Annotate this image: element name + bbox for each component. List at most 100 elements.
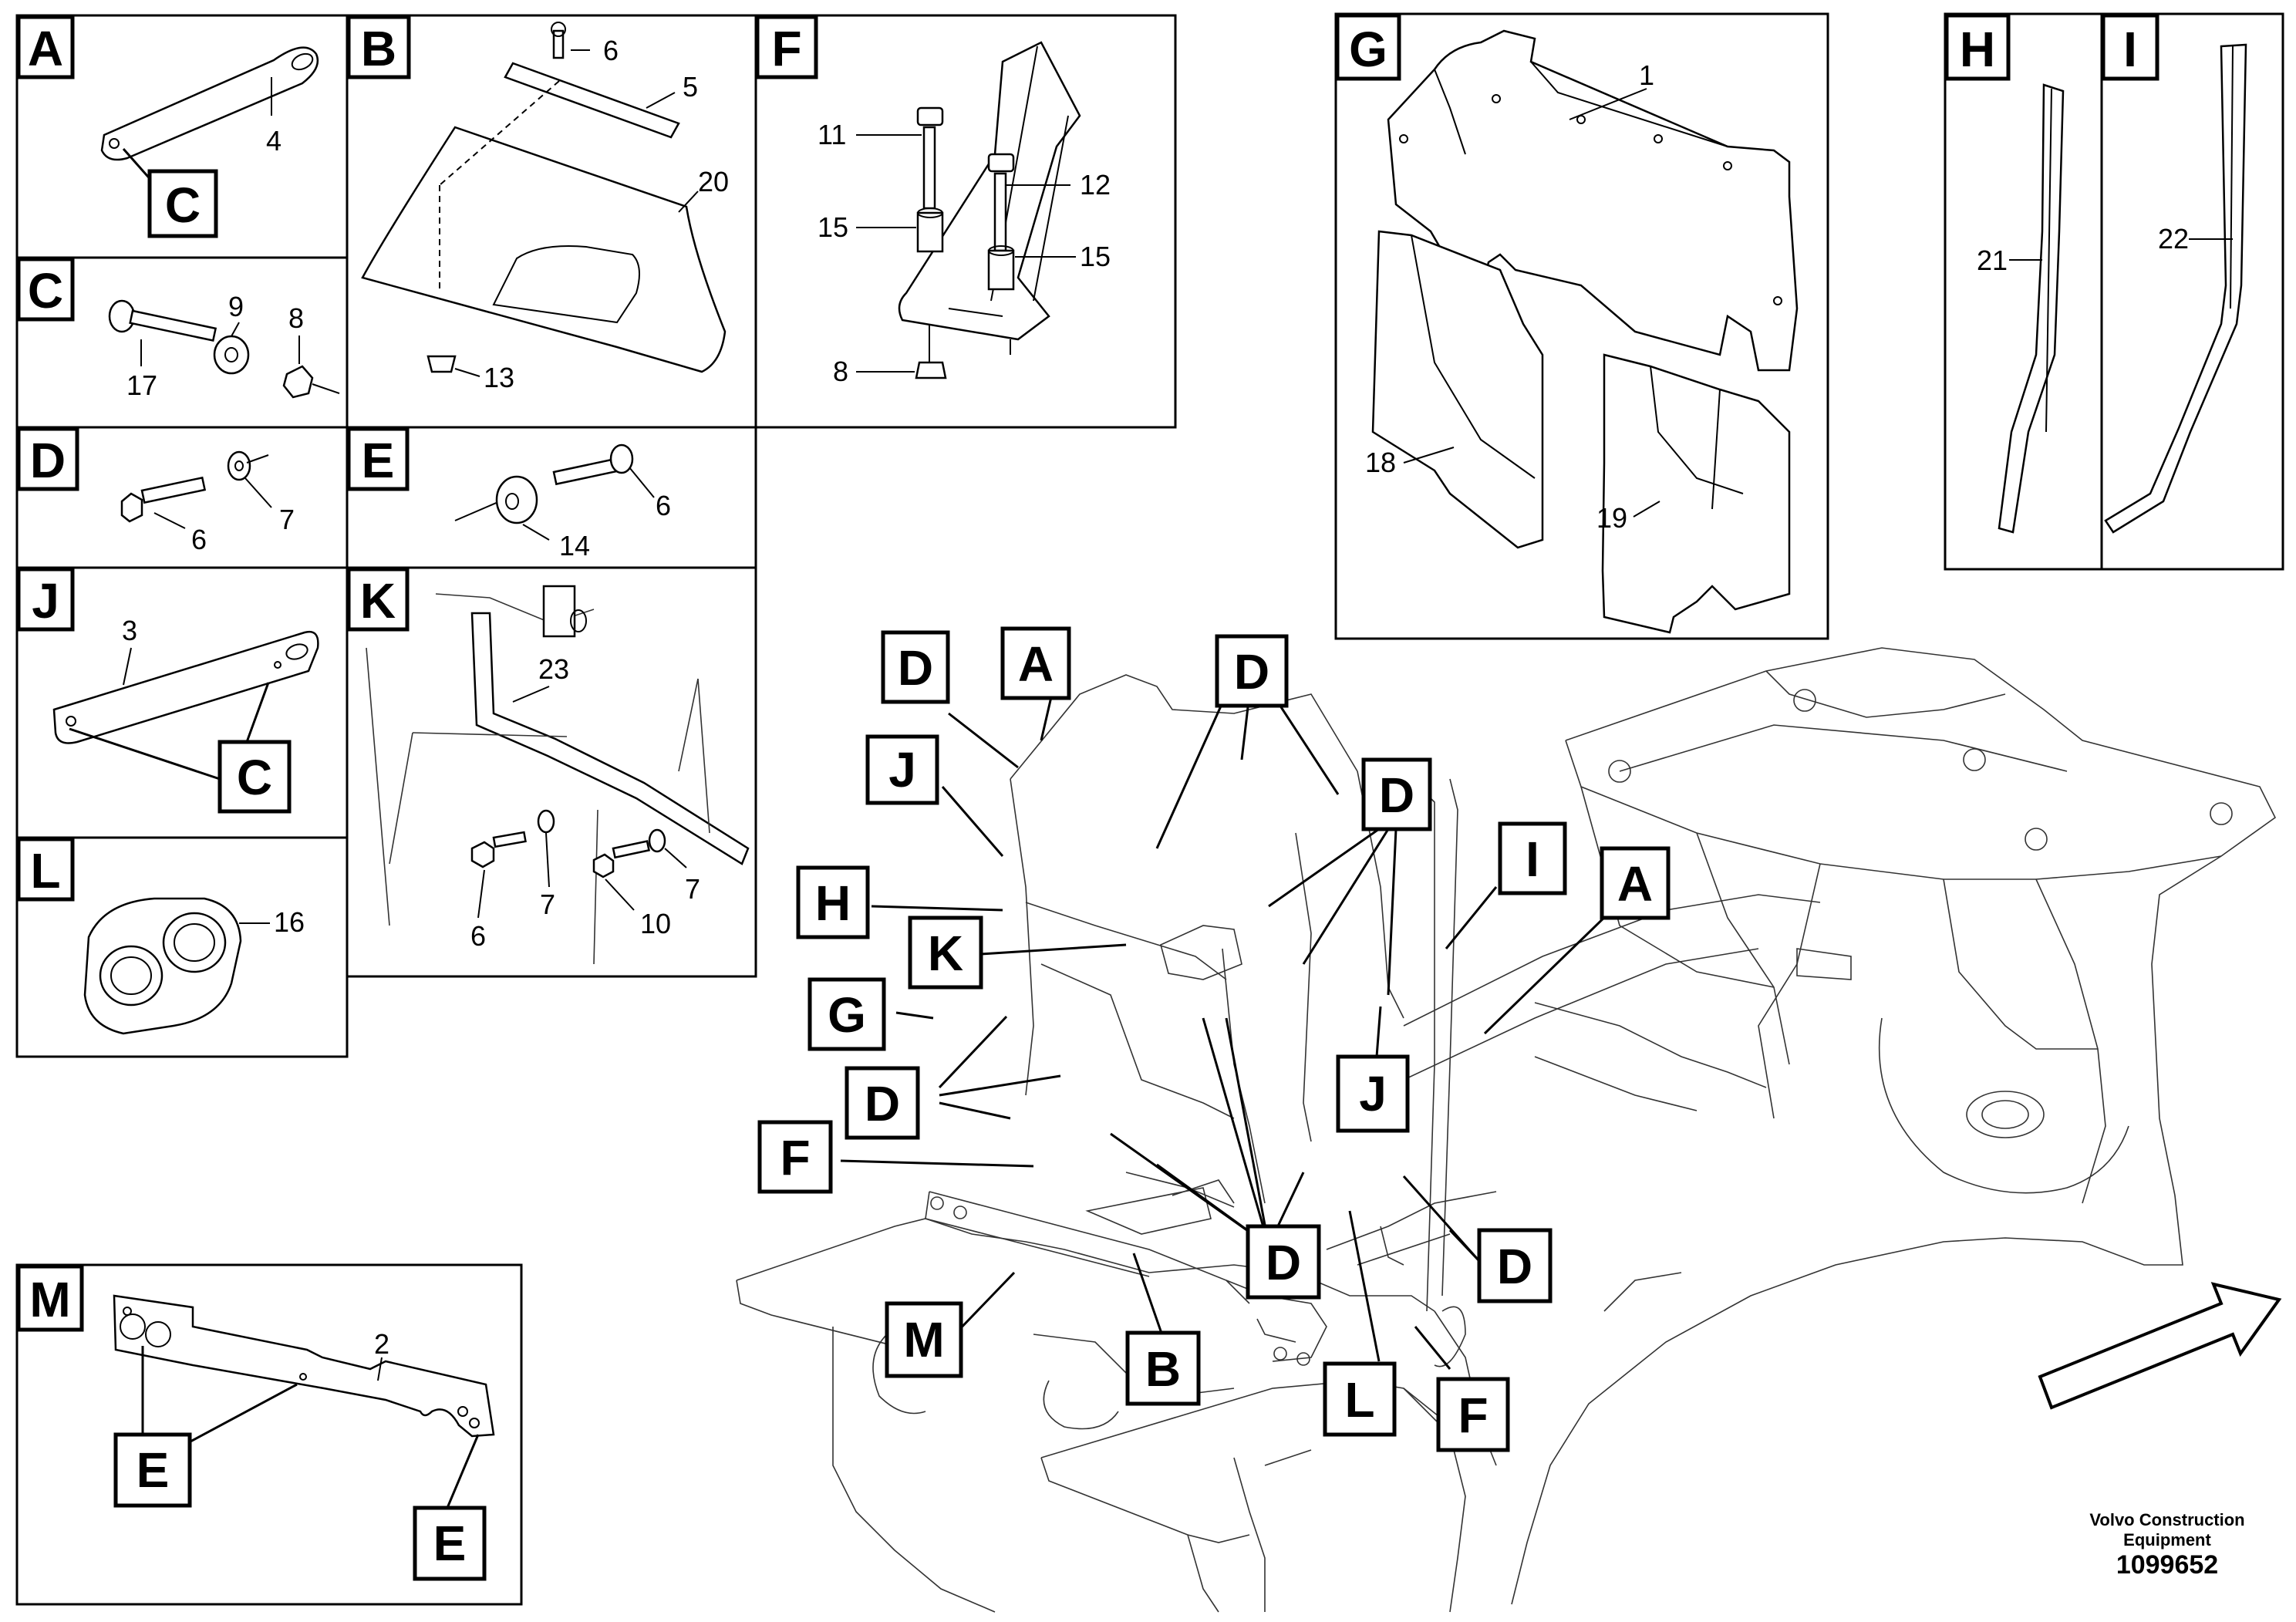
callout-l-1: L bbox=[1323, 1361, 1397, 1437]
panel-l-letter: L bbox=[16, 837, 75, 902]
svg-text:D: D bbox=[898, 640, 933, 696]
callout-g-1: G bbox=[807, 977, 886, 1051]
part-number: 8 bbox=[288, 302, 304, 334]
panel-m-letter: M bbox=[16, 1264, 84, 1332]
svg-text:D: D bbox=[1497, 1239, 1532, 1294]
part-number: 14 bbox=[559, 530, 590, 561]
svg-text:G: G bbox=[828, 987, 866, 1043]
svg-text:D: D bbox=[30, 433, 66, 488]
panel-frames bbox=[15, 12, 2284, 1606]
document-number: 1099652 bbox=[2116, 1550, 2219, 1580]
main-chassis bbox=[736, 647, 2277, 1613]
brand-line-1: Volvo Construction bbox=[2089, 1510, 2245, 1529]
panel-l-grommet: 16 bbox=[83, 897, 305, 1035]
svg-text:F: F bbox=[771, 21, 801, 76]
panel-m-crossmember: 2 E E bbox=[113, 1294, 495, 1581]
panel-e-bushing: 6 14 bbox=[454, 443, 671, 561]
part-number: 23 bbox=[538, 653, 569, 685]
part-number: 19 bbox=[1596, 502, 1627, 534]
main-callouts: D A D D J I A H K G J D F D D M B L F bbox=[757, 626, 1671, 1452]
callout-i-1: I bbox=[1498, 821, 1567, 895]
panel-a-letter: A bbox=[16, 15, 75, 79]
panel-f-letter: F bbox=[755, 15, 818, 79]
part-number: 2 bbox=[374, 1328, 389, 1360]
panel-i-letter: I bbox=[2101, 13, 2159, 81]
callout-m-1: M bbox=[885, 1301, 963, 1378]
part-number: 1 bbox=[1639, 59, 1654, 91]
part-number: 22 bbox=[2158, 223, 2189, 255]
panel-c-bolt: 9 8 17 bbox=[108, 291, 340, 401]
callout-h-1: H bbox=[796, 865, 870, 939]
svg-text:C: C bbox=[28, 263, 63, 319]
part-number: 6 bbox=[603, 35, 619, 66]
callout-c: C bbox=[147, 169, 218, 238]
callout-b-1: B bbox=[1125, 1330, 1201, 1406]
panel-h-letter: H bbox=[1944, 13, 2011, 81]
svg-text:L: L bbox=[1344, 1372, 1374, 1428]
panel-letter-boxes: A B F C D E J K L G H I M bbox=[16, 13, 2159, 1332]
callout-k-1: K bbox=[908, 916, 983, 990]
svg-text:H: H bbox=[815, 875, 851, 931]
callout-d-6: D bbox=[1477, 1228, 1553, 1303]
panel-b-plate: 6 5 20 13 bbox=[361, 22, 729, 393]
part-number: 16 bbox=[274, 906, 305, 938]
callout-d-3: D bbox=[1361, 757, 1432, 831]
svg-text:E: E bbox=[137, 1442, 170, 1498]
svg-text:E: E bbox=[433, 1516, 467, 1571]
callout-d-4: D bbox=[845, 1066, 920, 1140]
panel-a-bracket: 4 C bbox=[100, 46, 319, 238]
part-number: 7 bbox=[540, 889, 555, 920]
svg-text:J: J bbox=[32, 573, 59, 629]
part-number: 6 bbox=[656, 490, 671, 521]
svg-text:D: D bbox=[865, 1076, 900, 1131]
part-number: 18 bbox=[1365, 447, 1396, 478]
svg-text:K: K bbox=[360, 573, 396, 629]
panel-j-letter: J bbox=[16, 567, 75, 632]
svg-text:B: B bbox=[361, 21, 396, 76]
callout-e: E bbox=[113, 1432, 192, 1508]
svg-text:F: F bbox=[780, 1130, 810, 1185]
part-number: 15 bbox=[1080, 241, 1111, 272]
panel-b-letter: B bbox=[346, 15, 411, 79]
part-number: 9 bbox=[228, 291, 244, 322]
svg-text:B: B bbox=[1145, 1341, 1181, 1397]
svg-text:M: M bbox=[903, 1312, 944, 1367]
callout-f-2: F bbox=[1436, 1377, 1510, 1452]
svg-text:M: M bbox=[29, 1272, 70, 1327]
panel-c-letter: C bbox=[16, 257, 75, 322]
svg-text:E: E bbox=[362, 433, 395, 488]
svg-text:A: A bbox=[1018, 636, 1054, 692]
panel-j-bracket: 3 C bbox=[52, 615, 319, 814]
callout-d-1: D bbox=[881, 630, 950, 704]
part-number: 3 bbox=[122, 615, 137, 646]
callout-d-5: D bbox=[1246, 1224, 1321, 1300]
callout-c: C bbox=[217, 740, 292, 814]
callout-f-1: F bbox=[757, 1120, 833, 1194]
part-number: 11 bbox=[818, 119, 846, 150]
direction-arrow-icon bbox=[2038, 1282, 2282, 1410]
part-number: 4 bbox=[266, 125, 282, 157]
svg-text:L: L bbox=[30, 843, 60, 899]
callout-j-1: J bbox=[865, 734, 939, 805]
callout-j-2: J bbox=[1336, 1054, 1410, 1133]
part-number: 15 bbox=[818, 211, 848, 243]
panel-k-pipe: 23 6 7 10 7 bbox=[366, 585, 750, 965]
panel-h-seal: 21 bbox=[1977, 83, 2065, 534]
callout-a-1: A bbox=[1000, 626, 1071, 700]
part-number: 12 bbox=[1080, 169, 1111, 201]
part-number: 5 bbox=[683, 71, 698, 103]
leader-lines bbox=[840, 690, 1613, 1370]
part-number: 6 bbox=[191, 524, 207, 555]
svg-text:A: A bbox=[28, 21, 63, 76]
callout-d-2: D bbox=[1215, 634, 1289, 708]
part-number: 7 bbox=[685, 873, 700, 905]
panel-f-mount: 11 12 15 15 8 bbox=[818, 41, 1111, 387]
svg-text:D: D bbox=[1234, 644, 1269, 700]
svg-text:D: D bbox=[1266, 1235, 1301, 1290]
part-number: 13 bbox=[484, 362, 514, 393]
svg-text:H: H bbox=[1960, 22, 1995, 77]
panel-d-letter: D bbox=[16, 427, 79, 491]
part-number: 21 bbox=[1977, 244, 2008, 276]
svg-text:F: F bbox=[1458, 1388, 1488, 1443]
